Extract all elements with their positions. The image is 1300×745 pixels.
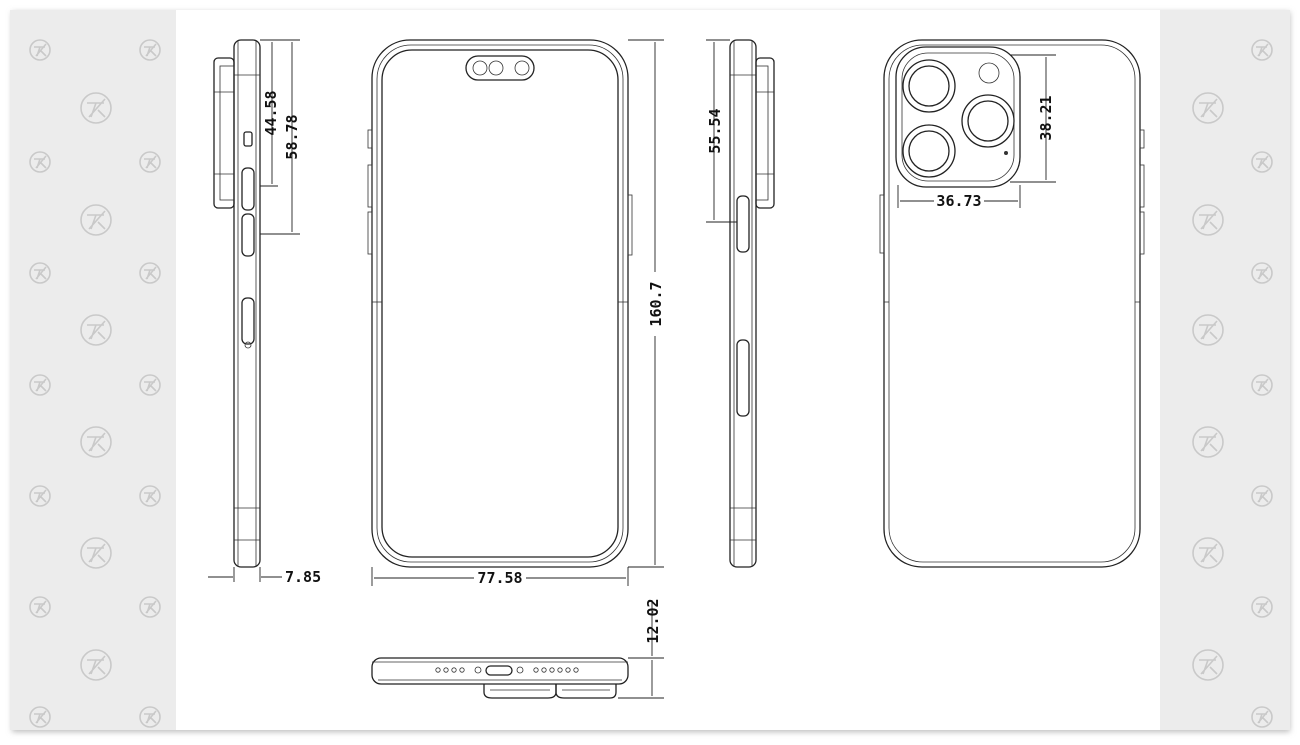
- right-watermark-panel: [1160, 10, 1290, 730]
- left-watermark-panel: [10, 10, 176, 730]
- bottom-view: 12.02: [371, 598, 664, 699]
- dim-12-02: 12.02: [644, 598, 662, 643]
- dim-44-58: 44.58: [262, 90, 280, 135]
- right-side-view: 55.54: [706, 39, 775, 568]
- dim-58-78: 58.78: [283, 114, 301, 159]
- left-side-view: 44.58 58.78 7.85: [208, 39, 321, 586]
- sheet: [10, 10, 1290, 730]
- dim-77-58: 77.58: [477, 569, 522, 587]
- dim-55-54: 55.54: [706, 108, 724, 153]
- front-view: 160.7 77.58: [367, 39, 665, 587]
- dim-36-73: 36.73: [936, 192, 981, 210]
- dim-38-21: 38.21: [1037, 95, 1055, 140]
- dim-7-85: 7.85: [285, 568, 321, 586]
- dim-160-7: 160.7: [647, 281, 665, 326]
- camera-module: [895, 46, 1021, 188]
- back-view: 38.21 36.73: [879, 39, 1145, 568]
